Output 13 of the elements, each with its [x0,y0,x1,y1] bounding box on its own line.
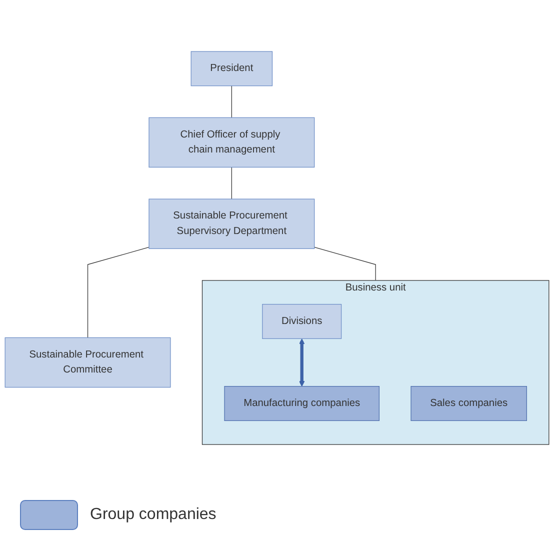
node-box: Divisions [262,304,342,339]
connector [231,166,232,200]
node-box: President [190,51,273,86]
connector [314,246,376,281]
node-box: Chief Officer of supply chain management [148,117,315,168]
arrow [299,338,305,387]
node-box: Sustainable Procurement Committee [4,337,171,388]
legend-label: Group companies [90,506,216,524]
node-box: Sales companies [410,386,527,421]
node-box: Manufacturing companies [224,386,380,421]
node-box: Sustainable Procurement Supervisory Department [148,198,315,249]
connector [231,86,232,118]
connector [87,246,150,338]
